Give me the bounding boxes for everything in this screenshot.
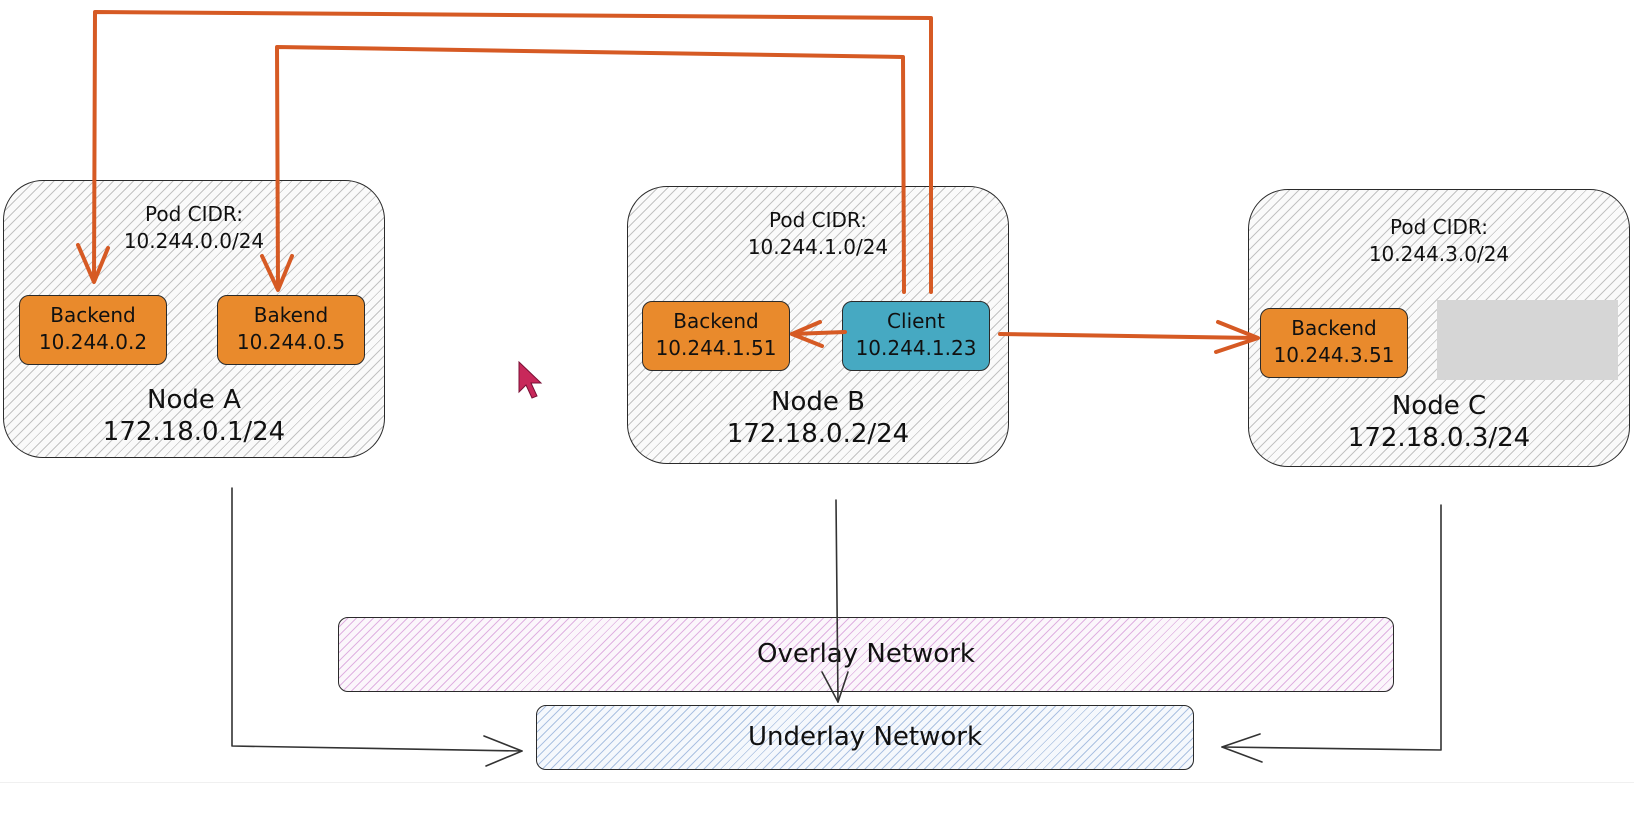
pod-ip: 10.244.1.23 — [855, 336, 977, 360]
bottom-strip — [0, 782, 1634, 833]
pod-cidr-label: Pod CIDR: — [1390, 215, 1488, 239]
node-name: Node B — [771, 387, 865, 417]
node-a-box: Pod CIDR: 10.244.0.0/24 Backend 10.244.0… — [3, 180, 385, 458]
placeholder-rect — [1437, 300, 1618, 380]
pod-ip: 10.244.0.2 — [38, 330, 148, 354]
pod-backend-10-244-1-51[interactable]: Backend 10.244.1.51 — [642, 301, 790, 371]
node-c-pod-cidr: Pod CIDR: 10.244.3.0/24 — [1249, 214, 1629, 268]
pod-ip: 10.244.1.51 — [655, 336, 777, 360]
pod-name: Backend — [1291, 316, 1377, 340]
node-ip: 172.18.0.1/24 — [102, 417, 286, 447]
pod-ip: 10.244.0.5 — [236, 330, 346, 354]
pod-ip: 10.244.3.51 — [1273, 343, 1395, 367]
pod-cidr-value: 10.244.0.0/24 — [123, 229, 265, 253]
node-a-pod-cidr: Pod CIDR: 10.244.0.0/24 — [4, 201, 384, 255]
pod-backend-10-244-3-51[interactable]: Backend 10.244.3.51 — [1260, 308, 1408, 378]
node-b-pod-cidr: Pod CIDR: 10.244.1.0/24 — [628, 207, 1008, 261]
pod-cidr-value: 10.244.3.0/24 — [1368, 242, 1510, 266]
pod-cidr-value: 10.244.1.0/24 — [747, 235, 889, 259]
node-name: Node C — [1391, 391, 1487, 421]
overlay-network-label: Overlay Network — [757, 639, 975, 669]
pod-backend-10-244-0-5[interactable]: Bakend 10.244.0.5 — [217, 295, 365, 365]
pod-client-10-244-1-23[interactable]: Client 10.244.1.23 — [842, 301, 990, 371]
node-c-title: Node C 172.18.0.3/24 — [1249, 390, 1629, 454]
pod-cidr-label: Pod CIDR: — [145, 202, 243, 226]
node-ip: 172.18.0.2/24 — [726, 419, 910, 449]
pod-name: Bakend — [253, 303, 329, 327]
pod-backend-10-244-0-2[interactable]: Backend 10.244.0.2 — [19, 295, 167, 365]
pod-name: Backend — [50, 303, 136, 327]
underlay-network-label: Underlay Network — [747, 722, 983, 752]
node-a-title: Node A 172.18.0.1/24 — [4, 384, 384, 448]
mouse-pointer-icon — [518, 360, 543, 399]
pod-name: Client — [887, 309, 945, 333]
node-name: Node A — [147, 385, 241, 415]
node-b-box: Pod CIDR: 10.244.1.0/24 Backend 10.244.1… — [627, 186, 1009, 464]
underlay-network: Underlay Network — [536, 705, 1194, 770]
node-ip: 172.18.0.3/24 — [1347, 423, 1531, 453]
pod-name: Backend — [673, 309, 759, 333]
pod-cidr-label: Pod CIDR: — [769, 208, 867, 232]
overlay-network: Overlay Network — [338, 617, 1394, 692]
node-b-title: Node B 172.18.0.2/24 — [628, 386, 1008, 450]
